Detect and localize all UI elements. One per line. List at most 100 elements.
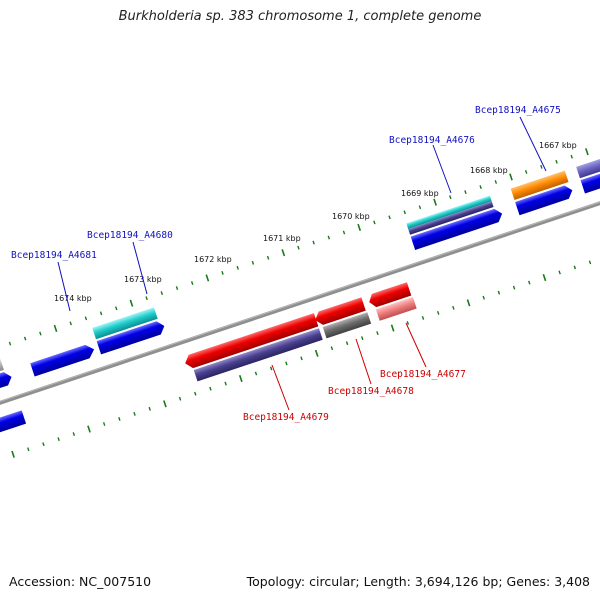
inner-minor-tick (57, 437, 60, 442)
outer-minor-tick (175, 286, 179, 290)
map-title: Burkholderia sp. 383 chromosome 1, compl… (118, 9, 482, 24)
inner-minor-tick (269, 366, 273, 371)
gene-arrow-blue-below-left[interactable] (0, 410, 27, 440)
inner-major-tick (87, 425, 91, 433)
outer-minor-tick (373, 220, 376, 225)
genome-summary-text: Topology: circular; Length: 3,694,126 bp… (246, 574, 590, 589)
outer-minor-tick (464, 190, 467, 195)
inner-major-tick (466, 299, 471, 307)
gene-label-a4678[interactable]: Bcep18194_A4678 (328, 386, 414, 397)
callout-line-a4677 (405, 322, 427, 368)
scale-ticks-inner (11, 260, 592, 458)
gene-arrow-a4679[interactable] (183, 313, 319, 370)
gene-arrow-a4676-purple[interactable] (408, 201, 494, 235)
callout-line-a4679 (271, 364, 290, 411)
scale-ticks-outer (8, 148, 589, 346)
forward-gene-row (0, 149, 600, 397)
gene-arrow-a4682[interactable] (0, 370, 14, 397)
inner-minor-tick (376, 331, 379, 336)
callout-lines (57, 116, 547, 411)
gene-arrow-a4675[interactable] (510, 170, 569, 201)
gene-label-a4675[interactable]: Bcep18194_A4675 (475, 105, 561, 116)
outer-minor-tick (312, 240, 315, 245)
inner-major-tick (314, 349, 319, 357)
outer-major-tick (281, 249, 286, 257)
inner-minor-tick (72, 432, 76, 437)
outer-major-tick (585, 148, 589, 156)
gene-arrow-a4676-cyan[interactable] (406, 195, 492, 230)
gene-arrow-a4680[interactable] (96, 319, 167, 355)
gene-label-a4677[interactable]: Bcep18194_A4677 (380, 369, 466, 380)
inner-minor-tick (482, 295, 485, 300)
inner-minor-tick (512, 285, 516, 290)
scale-label-1668: 1668 kbp (470, 166, 508, 175)
outer-minor-tick (84, 316, 88, 321)
inner-minor-tick (133, 411, 136, 416)
outer-minor-tick (99, 311, 103, 316)
outer-minor-tick (8, 341, 12, 346)
outer-major-tick (509, 173, 513, 181)
inner-minor-tick (558, 270, 561, 275)
gene-arrow-a4681[interactable] (30, 343, 96, 377)
outer-minor-tick (115, 306, 118, 311)
outer-minor-tick (418, 205, 422, 210)
gene-arrow-right-slate[interactable] (576, 149, 600, 179)
outer-minor-tick (39, 331, 42, 336)
outer-minor-tick (327, 235, 331, 240)
inner-minor-tick (436, 310, 440, 315)
inner-minor-tick (27, 447, 30, 452)
inner-minor-tick (528, 280, 531, 285)
outer-minor-tick (540, 164, 543, 169)
gene-arrow-a4675-blue[interactable] (515, 184, 574, 216)
inner-minor-tick (330, 346, 334, 351)
outer-minor-tick (388, 215, 391, 220)
inner-major-tick (390, 324, 395, 332)
gene-label-a4680[interactable]: Bcep18194_A4680 (87, 230, 173, 241)
inner-minor-tick (209, 386, 212, 391)
outer-minor-tick (236, 265, 239, 270)
outer-minor-tick (266, 255, 270, 260)
inner-minor-tick (194, 391, 197, 396)
gene-label-a4681[interactable]: Bcep18194_A4681 (11, 250, 97, 261)
gene-labels: Bcep18194_A4675 Bcep18194_A4676 Bcep1819… (11, 105, 561, 423)
gene-arrow-a4676[interactable] (410, 207, 505, 250)
inner-minor-tick (102, 422, 106, 426)
gene-arrow-a4680-cyan[interactable] (92, 307, 158, 340)
inner-minor-tick (497, 290, 501, 295)
scale-label-1669: 1669 kbp (401, 189, 439, 198)
inner-minor-tick (178, 396, 182, 401)
map-content: 1667 kbp 1668 kbp 1669 kbp 1670 kbp 1671… (0, 105, 600, 458)
outer-minor-tick (160, 291, 164, 296)
inner-minor-tick (452, 305, 455, 310)
gene-arrow-a4679-purple[interactable] (193, 328, 323, 382)
outer-minor-tick (449, 195, 452, 200)
inner-minor-tick (224, 381, 227, 386)
callout-line-a4678 (355, 338, 372, 385)
outer-minor-tick (403, 210, 406, 215)
chromosome-backbone-highlight (0, 168, 600, 435)
outer-minor-tick (494, 180, 498, 184)
inner-major-tick (542, 273, 547, 282)
outer-major-tick (433, 198, 437, 206)
inner-minor-tick (42, 442, 45, 447)
outer-minor-tick (342, 230, 346, 235)
scale-label-1667: 1667 kbp (539, 141, 577, 150)
gene-arrow-a4677[interactable] (367, 282, 412, 309)
scale-label-1672: 1672 kbp (194, 255, 232, 264)
outer-minor-tick (69, 321, 72, 326)
gene-arrow-a4677-pink[interactable] (375, 297, 417, 321)
inner-minor-tick (254, 371, 258, 376)
inner-minor-tick (573, 265, 577, 270)
inner-minor-tick (148, 406, 151, 411)
gene-label-a4676[interactable]: Bcep18194_A4676 (389, 135, 475, 146)
callout-line-a4675 (519, 116, 547, 172)
gene-arrow-a4678-gray[interactable] (322, 312, 372, 339)
gene-arrow-a4678[interactable] (313, 297, 366, 326)
outer-major-tick (129, 299, 134, 307)
gene-label-a4679[interactable]: Bcep18194_A4679 (243, 412, 329, 423)
inner-minor-tick (300, 356, 303, 361)
gene-arrow-right-blue[interactable] (580, 162, 600, 194)
reverse-gene-row (0, 282, 417, 440)
inner-minor-tick (421, 316, 425, 320)
